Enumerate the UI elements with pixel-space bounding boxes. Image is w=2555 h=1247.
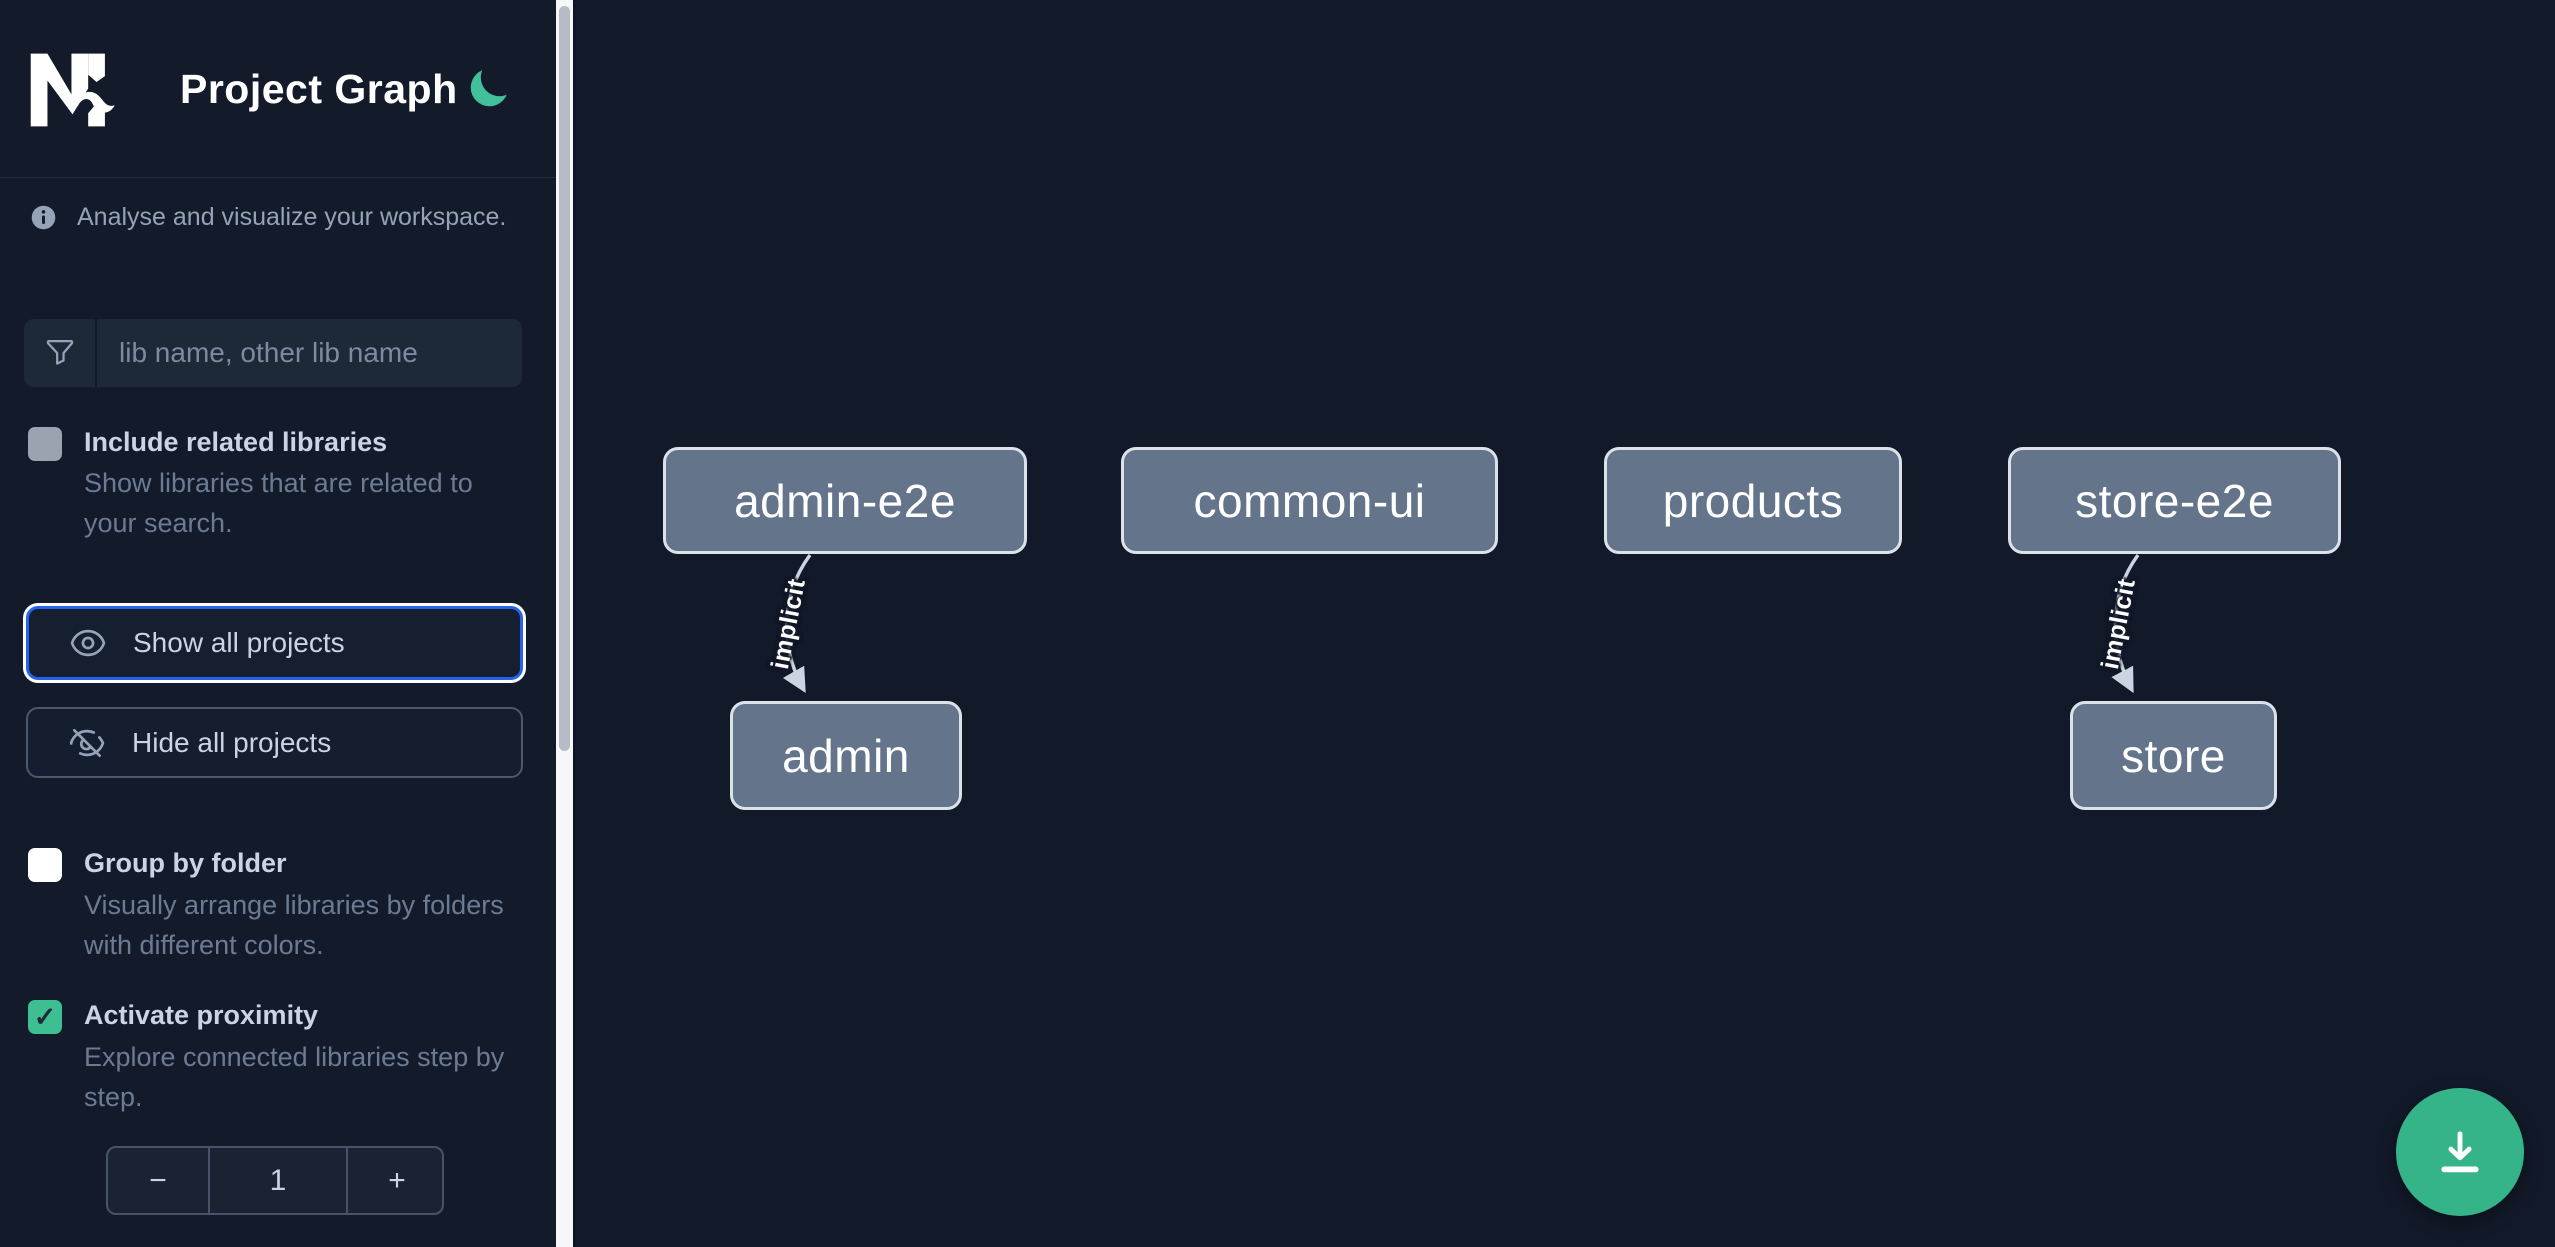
group-by-folder-description: Visually arrange libraries by folders wi… [84, 890, 504, 960]
sidebar: Project Graph Analyse and visualize your… [0, 0, 556, 1247]
theme-toggle-button[interactable] [460, 62, 516, 118]
proximity-increment-button[interactable]: + [346, 1148, 442, 1213]
graph-node-common-ui[interactable]: common-ui [1121, 447, 1498, 554]
eye-icon [70, 629, 106, 657]
proximity-value: 1 [208, 1148, 346, 1213]
show-all-projects-label: Show all projects [133, 627, 345, 658]
sidebar-scrollbar[interactable] [556, 0, 573, 1247]
graph-node-products[interactable]: products [1604, 447, 1902, 554]
info-icon [31, 205, 56, 230]
app-header: Project Graph [0, 0, 556, 178]
eye-off-icon [69, 728, 105, 757]
page-title: Project Graph [180, 66, 458, 112]
tagline-row: Analyse and visualize your workspace. [30, 203, 506, 232]
group-by-folder-checkbox[interactable] [28, 848, 62, 882]
filter-input[interactable] [97, 319, 522, 387]
funnel-icon [24, 319, 97, 387]
include-related-description: Show libraries that are related to your … [84, 468, 473, 538]
group-by-folder-label: Group by folder [84, 848, 287, 878]
graph-canvas[interactable] [573, 0, 2555, 1247]
graph-node-store-e2e[interactable]: store-e2e [2008, 447, 2341, 554]
activate-proximity-checkbox[interactable]: ✓ [28, 1000, 62, 1034]
graph-node-admin-e2e[interactable]: admin-e2e [663, 447, 1027, 554]
check-icon: ✓ [33, 1001, 57, 1032]
show-all-projects-button[interactable]: Show all projects [26, 606, 523, 680]
hide-all-projects-button[interactable]: Hide all projects [26, 707, 523, 778]
activate-proximity-description: Explore connected libraries step by step… [84, 1042, 505, 1112]
include-related-checkbox[interactable] [28, 427, 62, 461]
save-image-button[interactable] [2396, 1088, 2524, 1216]
sidebar-scrollbar-thumb[interactable] [559, 6, 570, 751]
proximity-stepper: − 1 + [106, 1146, 444, 1215]
nx-logo-icon [30, 53, 115, 127]
proximity-decrement-button[interactable]: − [108, 1148, 208, 1213]
download-icon [2441, 1131, 2479, 1173]
hide-all-projects-label: Hide all projects [132, 726, 332, 758]
filter-bar [24, 319, 522, 387]
graph-node-store[interactable]: store [2070, 701, 2277, 810]
graph-node-admin[interactable]: admin [730, 701, 962, 810]
header-divider [0, 177, 556, 178]
workspace-tagline: Analyse and visualize your workspace. [77, 203, 507, 231]
moon-icon [470, 69, 507, 106]
activate-proximity-label: Activate proximity [84, 1000, 319, 1030]
include-related-label: Include related libraries [84, 427, 388, 457]
